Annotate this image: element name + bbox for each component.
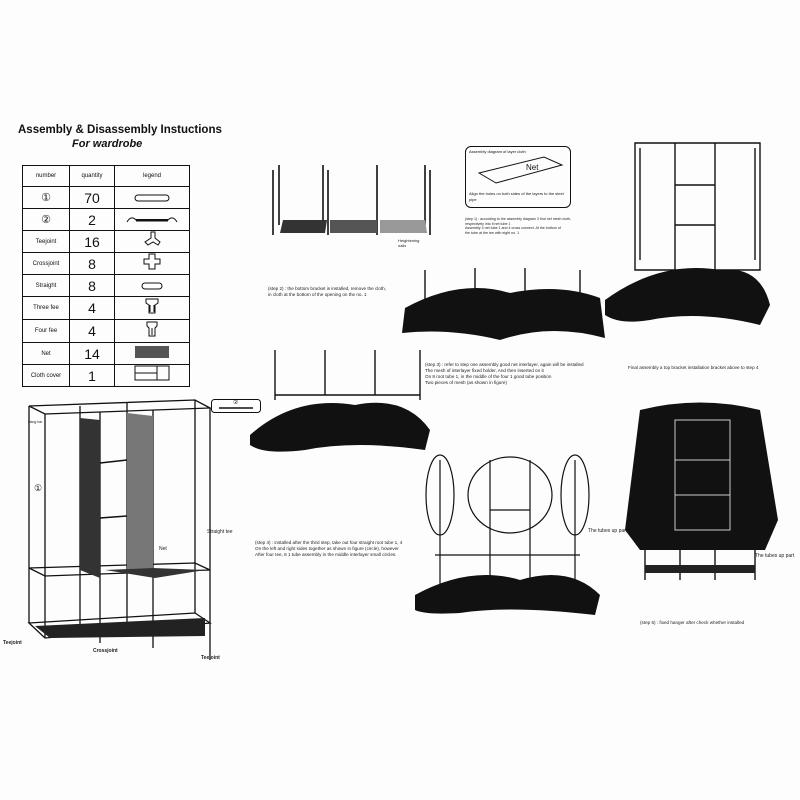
final-caption: Final assembly a top bracket installatio…	[628, 365, 759, 370]
crossjoint-label: Crossjoint	[93, 648, 118, 654]
step3-caption: (step 3) : refer to step one assembly go…	[425, 362, 584, 386]
caption-line: Two pieces of mesh (as shown in figure)	[425, 380, 507, 385]
caption-line: the tube at the tee with eight no. 1	[465, 230, 520, 235]
step3-interlayer-diagram	[402, 268, 605, 340]
column-header: legend	[114, 165, 190, 187]
part-number: Teejoint	[22, 230, 70, 253]
long-tube-icon	[134, 194, 170, 201]
caption-line: (step 2) : the bottom bracket is install…	[268, 286, 386, 291]
step2-caption: (step 2) : the bottom bracket is install…	[268, 286, 386, 298]
part-number: ①	[22, 186, 70, 209]
caption-line: respectively into it net tube 1	[465, 221, 511, 226]
straight-tee-label: Straight tee	[207, 529, 233, 535]
caption-line: (step 4) : installed after the third ste…	[255, 540, 403, 545]
part-quantity: 2	[69, 208, 115, 231]
caption-line: Assembly 4 net tube 1 and 4 cross connec…	[465, 226, 561, 230]
box-note: Align the holes on both sides of the lay…	[469, 191, 564, 202]
four-foot-icon	[146, 321, 158, 337]
part-quantity: 16	[69, 230, 115, 253]
box-title: Assembly diagram of layer cloth	[469, 149, 526, 154]
box-net-label: Net	[526, 163, 539, 172]
net-layer-diagram	[477, 156, 564, 184]
caption-line: (step 1) : according to the assembly dia…	[465, 217, 572, 221]
step1-layer-cloth-box: Assembly diagram of layer cloth Net Alig…	[465, 146, 571, 208]
cross-joint-icon	[143, 253, 161, 270]
caption-line: in cloth at the bottom of the opening on…	[268, 292, 367, 297]
part-number: Net	[22, 342, 70, 365]
part-quantity: 1	[69, 364, 115, 387]
part-quantity: 8	[69, 274, 115, 297]
caption-line: On 8 root tube 1, in the middle of the f…	[425, 374, 552, 379]
tee-joint-icon	[144, 231, 161, 246]
heightening-nails-label: Heightening nails	[398, 238, 420, 248]
tubes-up-left-label: The tubes up part	[588, 528, 628, 534]
part-number: ②	[22, 208, 70, 231]
straight-tube-icon	[141, 282, 163, 289]
part-quantity: 4	[69, 319, 115, 343]
part-quantity: 70	[69, 186, 115, 209]
part-quantity: 8	[69, 252, 115, 275]
step1-caption: (step 1) : according to the assembly dia…	[465, 217, 571, 235]
page-title: Assembly & Disassembly Instuctions	[18, 124, 222, 136]
rod-number-label: ②	[233, 400, 239, 406]
caption-line: The mesh of interlayer fixed holder, And…	[425, 368, 544, 373]
caption-line: On the left and right sides together as …	[255, 546, 399, 551]
teejoint-left-label: Teejoint	[3, 640, 22, 646]
part-quantity: 14	[69, 342, 115, 365]
tubes-up-right-label: The tubes up part	[755, 553, 795, 559]
caption-line: After four tee, 8 1 tube assembly in the…	[255, 552, 397, 557]
page-subtitle: For wardrobe	[72, 138, 143, 150]
step2-bottom-frame-diagram	[272, 165, 431, 235]
hanger-rod-icon	[126, 216, 178, 222]
caption-line: (step 3) : refer to step one assembly go…	[425, 362, 584, 367]
part-quantity: 4	[69, 296, 115, 320]
column-header: number	[22, 165, 70, 187]
final-frame-diagram	[605, 142, 770, 325]
part-number: Crossjoint	[22, 252, 70, 275]
wardrobe-frame-diagram	[27, 399, 213, 660]
part-number: Cloth cover	[22, 364, 70, 387]
table-header-row: number quantity legend	[22, 165, 190, 187]
net-label: Net	[159, 546, 167, 552]
hanger-rod-callout	[211, 399, 261, 413]
tube-number-label: ①	[34, 483, 43, 493]
part-number: Three fee	[22, 296, 70, 320]
part-number: Straight	[22, 274, 70, 297]
part-number: Four fee	[22, 319, 70, 343]
step4-caption: (step 4) : installed after the third ste…	[255, 540, 402, 558]
step5-caption: (step 5) : fixed hanger after check whet…	[640, 620, 745, 625]
net-icon	[135, 345, 169, 358]
cloth-cover-icon	[134, 365, 170, 381]
teejoint-right-label: Teejoint	[201, 655, 220, 661]
hang-bar-label: Hang bar	[28, 420, 43, 424]
step5-cover-diagram	[625, 402, 778, 580]
three-foot-icon	[145, 298, 159, 314]
step4-circle-diagram	[415, 454, 600, 615]
step4-diagram	[250, 350, 430, 452]
column-header: quantity	[69, 165, 115, 187]
